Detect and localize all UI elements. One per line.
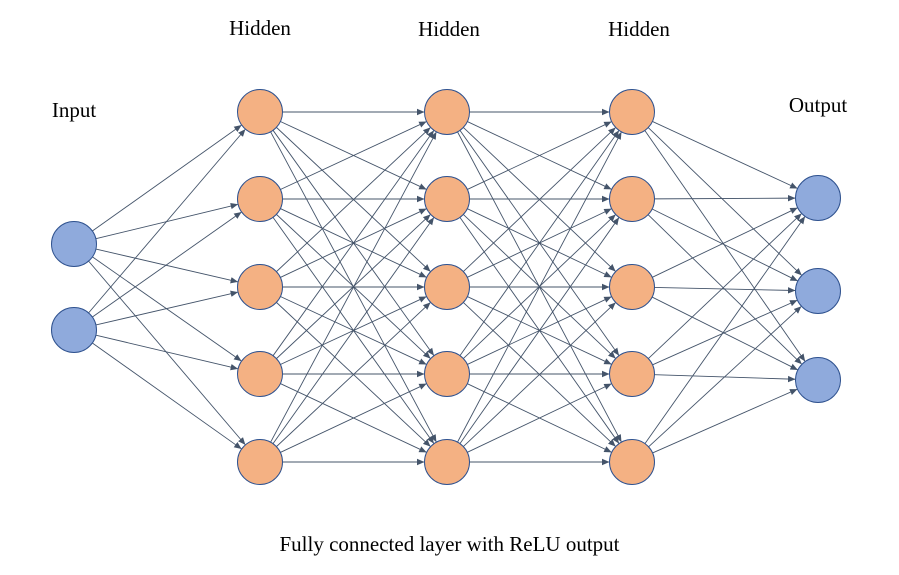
- hidden-node-layer1-4: [237, 439, 283, 485]
- edge-l2n1-to-l3n0: [467, 121, 612, 190]
- edge-l0n0-to-l1n0: [92, 124, 242, 232]
- nodes-group: [51, 89, 841, 485]
- edge-l2n3-to-l3n0: [459, 130, 620, 356]
- edges-group: [88, 108, 806, 466]
- hidden-node-layer3-3: [609, 351, 655, 397]
- edge-l0n1-to-l1n0: [88, 129, 246, 314]
- output-node-layer4-0: [795, 175, 841, 221]
- edge-l3n1-to-l4n0: [654, 194, 796, 202]
- hidden-node-layer3-1: [609, 176, 655, 222]
- hidden-node-layer2-2: [424, 264, 470, 310]
- hidden-node-layer3-0: [609, 89, 655, 135]
- output-node-layer4-2: [795, 357, 841, 403]
- edge-l0n1-to-l1n1: [92, 211, 242, 318]
- edge-l0n1-to-l1n2: [95, 290, 239, 326]
- edge-l3n3-to-l4n1: [652, 299, 798, 366]
- input-node-layer0-0: [51, 221, 97, 267]
- edge-l0n0-to-l1n4: [88, 260, 246, 445]
- edge-l3n2-to-l4n1: [654, 287, 796, 294]
- edge-l2n4-to-l3n0: [457, 131, 622, 443]
- edge-l2n2-to-l3n0: [463, 127, 616, 272]
- edge-l2n4-to-l3n3: [467, 383, 612, 453]
- hidden-node-layer3-2: [609, 264, 655, 310]
- layer-label-output: Output: [788, 93, 848, 117]
- edge-l3n2-to-l4n0: [652, 207, 798, 278]
- edge-l1n4-to-l2n2: [276, 302, 431, 447]
- edge-l1n3-to-l2n0: [272, 130, 435, 356]
- edge-l3n0-to-l4n0: [652, 121, 798, 189]
- hidden-node-layer1-3: [237, 351, 283, 397]
- edge-l0n1-to-l1n3: [95, 334, 239, 371]
- edge-l0n1-to-l1n4: [92, 342, 242, 450]
- edge-l1n4-to-l2n3: [280, 383, 427, 453]
- hidden-node-layer1-2: [237, 264, 283, 310]
- edge-l3n4-to-l4n1: [648, 306, 802, 448]
- output-node-layer4-1: [795, 268, 841, 314]
- diagram-caption: Fully connected layer with ReLU output: [279, 532, 620, 556]
- edge-l3n2-to-l4n2: [651, 296, 798, 371]
- edge-l0n0-to-l1n2: [95, 248, 239, 284]
- edge-l1n2-to-l2n0: [276, 127, 431, 272]
- edge-l3n0-to-l4n2: [644, 130, 806, 362]
- hidden-node-layer2-1: [424, 176, 470, 222]
- edge-l3n1-to-l4n1: [651, 208, 798, 282]
- layer-label-hidden-2: Hidden: [418, 17, 480, 41]
- edge-l2n4-to-l3n1: [459, 217, 620, 444]
- edge-l3n3-to-l4n0: [648, 213, 802, 359]
- edge-l3n0-to-l4n1: [647, 127, 802, 276]
- input-node-layer0-1: [51, 307, 97, 353]
- layer-label-input: Input: [51, 98, 97, 122]
- layer-label-hidden-3: Hidden: [608, 17, 670, 41]
- edge-l1n1-to-l2n0: [280, 121, 427, 190]
- edge-l3n4-to-l4n0: [644, 216, 806, 444]
- hidden-node-layer2-3: [424, 351, 470, 397]
- edge-l2n4-to-l3n2: [463, 302, 616, 447]
- edge-l3n4-to-l4n2: [652, 388, 798, 454]
- edge-l1n4-to-l2n1: [272, 217, 435, 444]
- hidden-node-layer2-0: [424, 89, 470, 135]
- hidden-node-layer1-1: [237, 176, 283, 222]
- hidden-node-layer3-4: [609, 439, 655, 485]
- hidden-node-layer1-0: [237, 89, 283, 135]
- hidden-node-layer2-4: [424, 439, 470, 485]
- layer-label-hidden-1: Hidden: [229, 16, 291, 40]
- edge-l1n4-to-l2n0: [270, 131, 437, 443]
